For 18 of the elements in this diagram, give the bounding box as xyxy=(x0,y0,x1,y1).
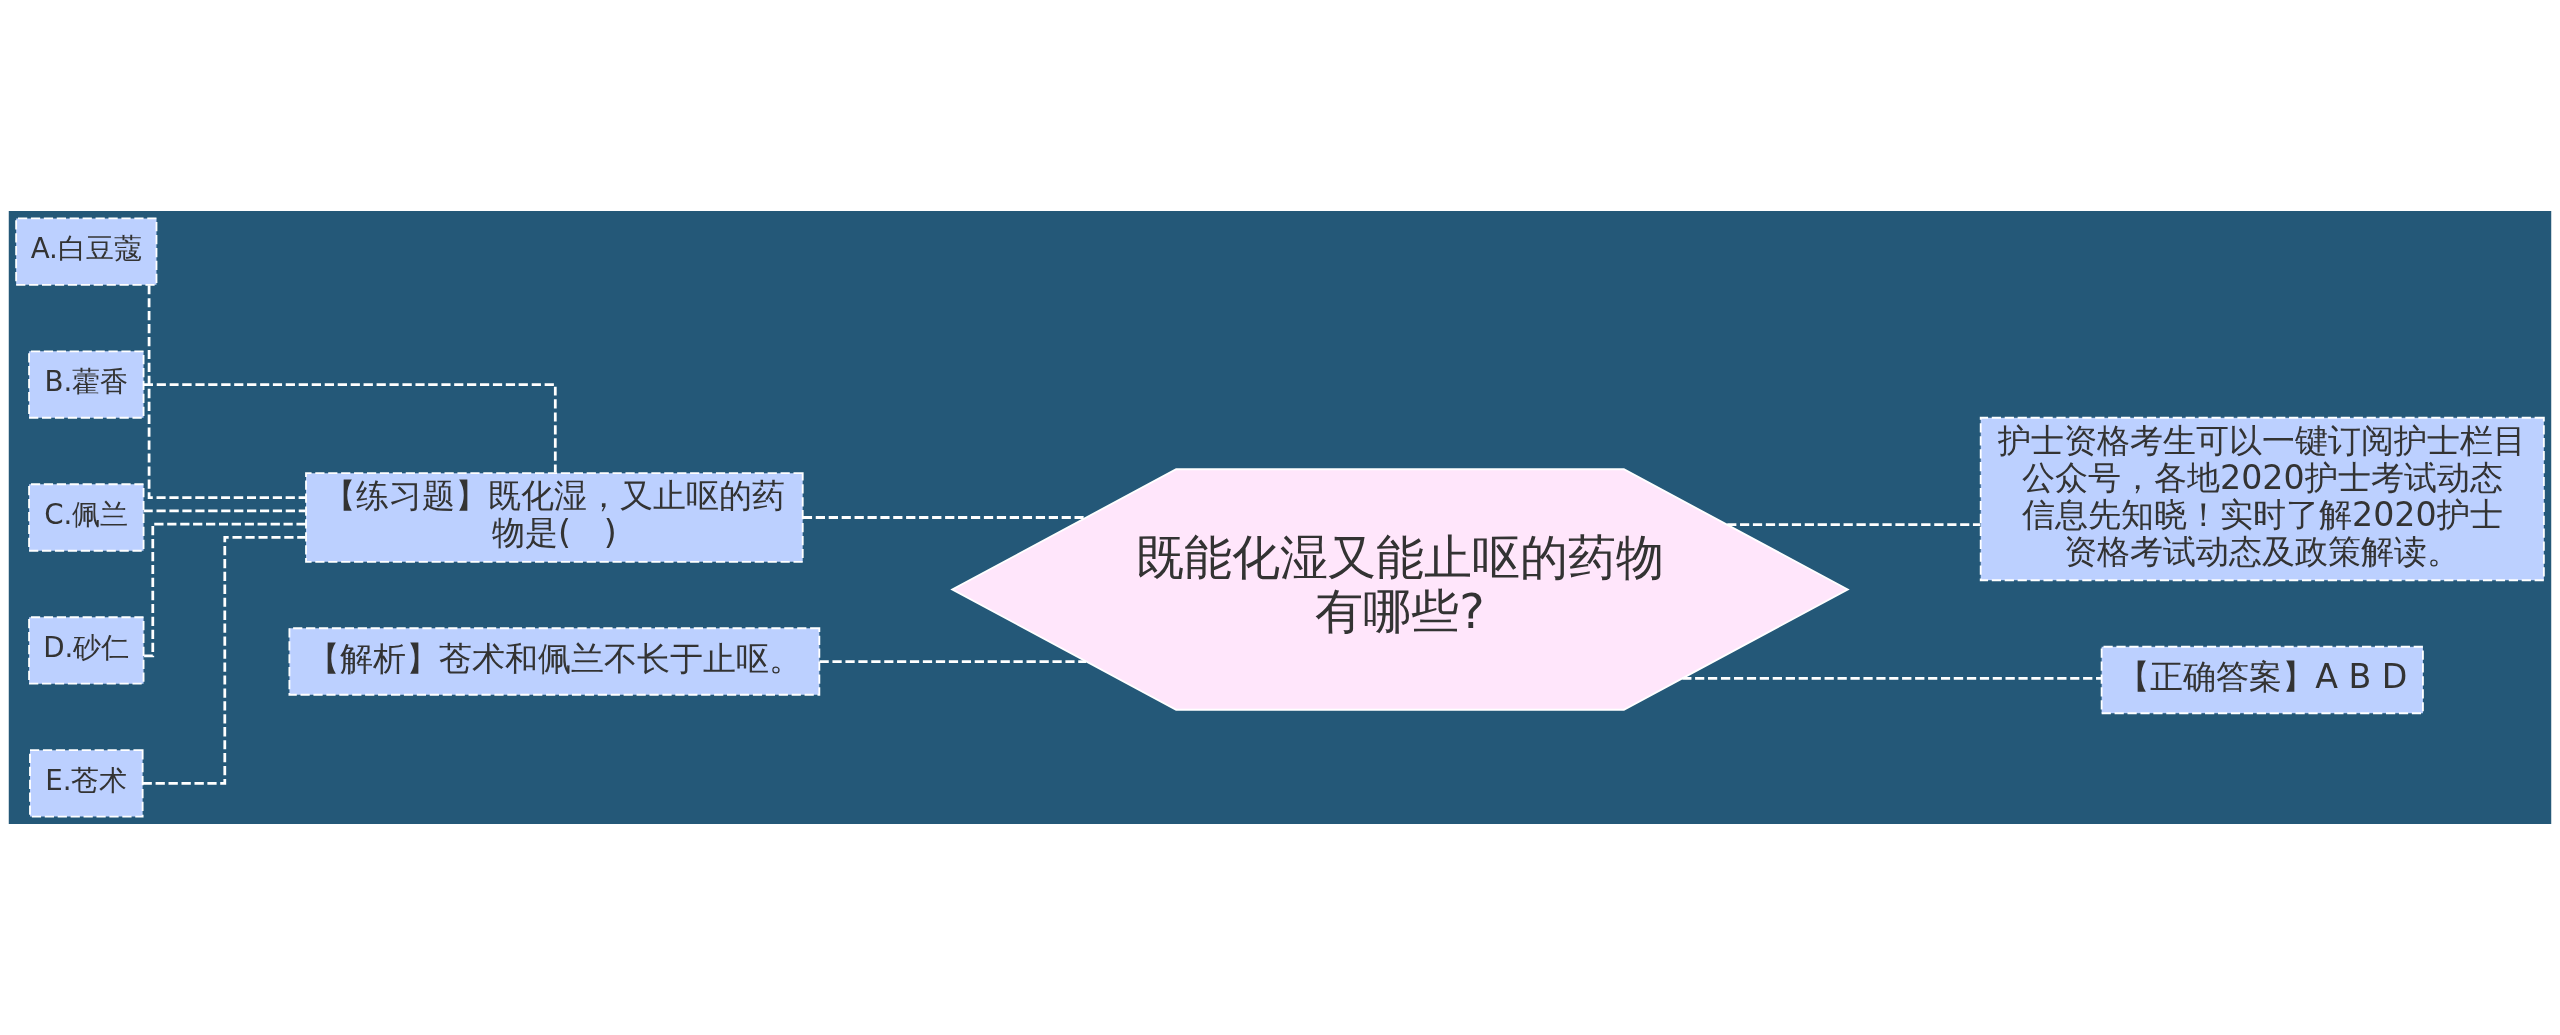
connector xyxy=(1682,677,2102,680)
node-box: 护士资格考生可以一键订阅护士栏目公众号，各地2020护士考试动态信息先知晓！实时了解2020护士资格考试动态及政策解读。 xyxy=(1979,416,2545,582)
node-box: B.藿香 xyxy=(28,350,145,419)
node-box: E.苍术 xyxy=(29,749,144,818)
node-box: C.佩兰 xyxy=(28,483,145,552)
connector xyxy=(802,516,1087,519)
node-box: 【正确答案】A B D xyxy=(2100,645,2424,715)
connector xyxy=(143,509,306,513)
connector xyxy=(142,536,306,785)
node-box: A.白豆蔻 xyxy=(15,217,158,286)
node-box: 【练习题】既化湿，又止呕的药物是( ) xyxy=(305,472,804,563)
connector xyxy=(1727,523,1981,526)
node-box: D.砂仁 xyxy=(28,616,145,685)
connector xyxy=(819,660,1087,663)
connector xyxy=(144,522,306,658)
connector xyxy=(147,285,306,499)
connector xyxy=(143,383,557,473)
node-box: 【解析】苍术和佩兰不长于止呕。 xyxy=(288,627,821,696)
